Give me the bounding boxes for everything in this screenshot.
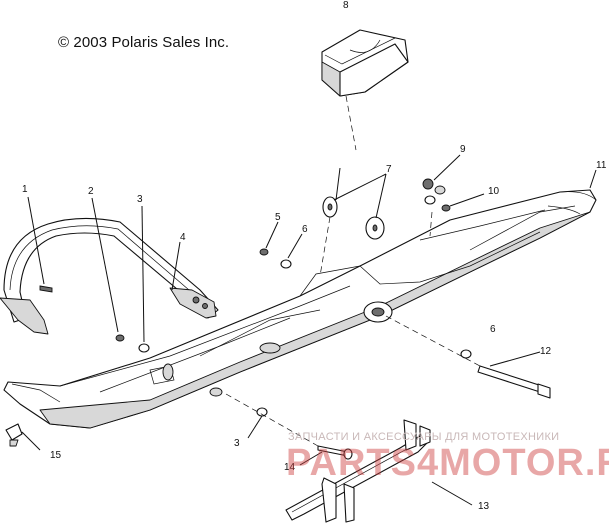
callout-14: 14 [284, 462, 296, 473]
callout-3-top: 3 [137, 194, 143, 205]
part-12-bolt [477, 365, 551, 399]
callout-2: 2 [88, 186, 94, 197]
callout-12: 12 [540, 346, 552, 357]
callout-6-upper: 6 [302, 224, 308, 235]
callout-6-lower: 6 [490, 324, 496, 335]
callout-4: 4 [180, 232, 186, 243]
part-14-bolt [317, 445, 353, 460]
callout-5: 5 [275, 212, 281, 223]
part-13-wear-bar [285, 419, 431, 523]
callout-3-bottom: 3 [234, 438, 240, 449]
callout-1: 1 [22, 184, 28, 195]
hardware-small [115, 178, 472, 417]
callout-7: 7 [386, 164, 392, 175]
callout-11: 11 [596, 160, 607, 171]
part-15-fastener [5, 423, 23, 447]
leader-lines [21, 95, 597, 506]
callout-labels: 1 2 3 4 5 6 7 8 9 10 11 6 12 3 14 13 15 [22, 0, 607, 512]
copyright-notice: © 2003 Polaris Sales Inc. [58, 34, 230, 51]
callout-15: 15 [50, 450, 62, 461]
callout-10: 10 [488, 186, 500, 197]
watermark-brand: PARTS4MOTOR.RU [286, 442, 609, 484]
watermark-tagline: ЗАПЧАСТИ И АКСЕССУАРЫ ДЛЯ МОТОТЕХНИКИ [288, 431, 560, 443]
callout-9: 9 [460, 144, 466, 155]
callout-13: 13 [478, 501, 490, 512]
part-8-saddle [321, 29, 409, 97]
part-1-ski-loop [0, 217, 219, 335]
ski-body [3, 189, 597, 429]
callout-8: 8 [343, 0, 349, 11]
